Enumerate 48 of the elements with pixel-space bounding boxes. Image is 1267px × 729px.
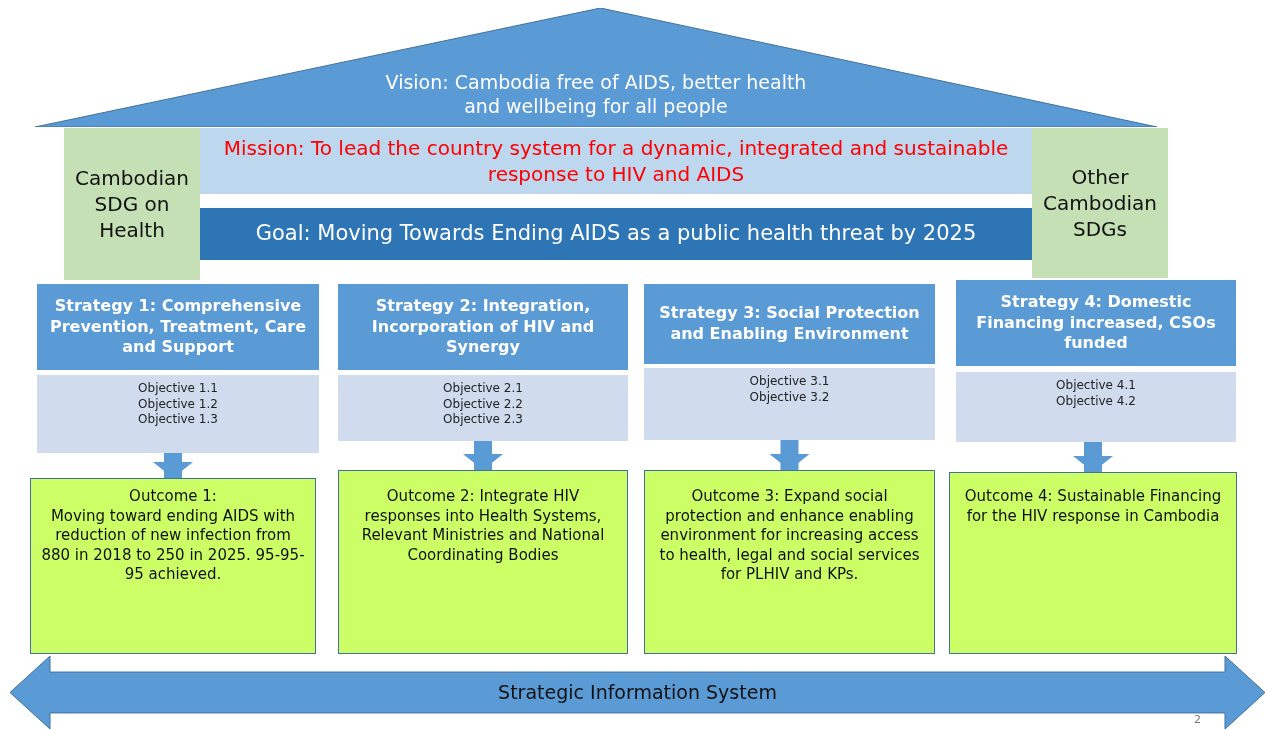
band: [200, 208, 1032, 260]
strategy-box: [37, 284, 319, 370]
objective-box: [338, 375, 628, 441]
double-arrow-band: [10, 656, 1265, 729]
vision-text: Vision: Cambodia free of AIDS, better health and wellbeing for all people: [384, 69, 808, 119]
strategy-title: Strategy 4: Domestic Financing increased, CSOs funded: [975, 291, 1217, 355]
objective-text: Objective 4.2: [1056, 393, 1136, 410]
objective-text: Objective 4.1: [1056, 378, 1136, 394]
block-arrow: [463, 441, 503, 470]
objective-text: Objective 2.1: [443, 381, 523, 397]
outcome-box: [30, 478, 316, 654]
strategy-title: Strategy 2: Integration, Incorporation of HIV and Synergy: [370, 295, 596, 359]
system-text: Strategic Information System: [498, 680, 777, 705]
strategy-box: [956, 280, 1236, 366]
strategy-box: [338, 284, 628, 370]
roof-triangle: [35, 8, 1157, 127]
outcome-box: [949, 472, 1237, 654]
mission-text: Mission: To lead the country system for a dynamic, integrated and sustainable response to HIV and AIDS: [222, 135, 1010, 187]
objective-text: Objective 1.2: [138, 396, 218, 413]
objective-text: Objective 1.1: [138, 381, 218, 397]
objective-box: [956, 372, 1236, 442]
objective-text: Objective 2.3: [443, 412, 523, 428]
block-arrow: [1073, 442, 1113, 472]
strategy-title: Strategy 3: Social Protection and Enabling Environment: [658, 303, 921, 345]
objective-text: Objective 1.3: [138, 412, 218, 428]
outcome-box: [338, 470, 628, 654]
objective-text: Objective 3.1: [749, 374, 830, 390]
outcome-text: Moving toward ending AIDS with reduction of new infection from 880 in 2018 to 250 in 2025. 95-95-95 achieved.: [40, 506, 306, 585]
outcome-text: Outcome 1:: [129, 487, 217, 507]
block-arrow: [769, 440, 810, 470]
objective-box: [644, 368, 935, 440]
outcome-box: [644, 470, 935, 654]
objective-text: Objective 3.2: [749, 389, 830, 406]
outcome-text: Outcome 3: Expand social protection and enhance enabling environment for increasing access to health, legal and social services for PLHIV and KPs.: [658, 487, 921, 585]
band: [200, 128, 1032, 194]
goal-text: Goal: Moving Towards Ending AIDS as a public health threat by 2025: [255, 220, 977, 248]
outcome-text: Outcome 4: Sustainable Financing for the HIV response in Cambodia: [963, 487, 1223, 526]
strategy-box: [644, 284, 935, 364]
objective-box: [37, 375, 319, 453]
strategy-title: Strategy 1: Comprehensive Prevention, Treatment, Care and Support: [48, 295, 308, 359]
sdg-text: Other Cambodian SDGs: [1042, 164, 1158, 242]
pillar-box: [64, 128, 200, 280]
sdg-text: Cambodian SDG on Health: [74, 165, 190, 243]
block-arrow: [153, 453, 193, 478]
page-number: 2: [1192, 714, 1203, 726]
pillar-box: [1032, 128, 1168, 278]
objective-text: Objective 2.2: [443, 396, 523, 413]
outcome-text: Outcome 2: Integrate HIV responses into Health Systems, Relevant Ministries and National Coordinating Bodies: [360, 487, 606, 565]
